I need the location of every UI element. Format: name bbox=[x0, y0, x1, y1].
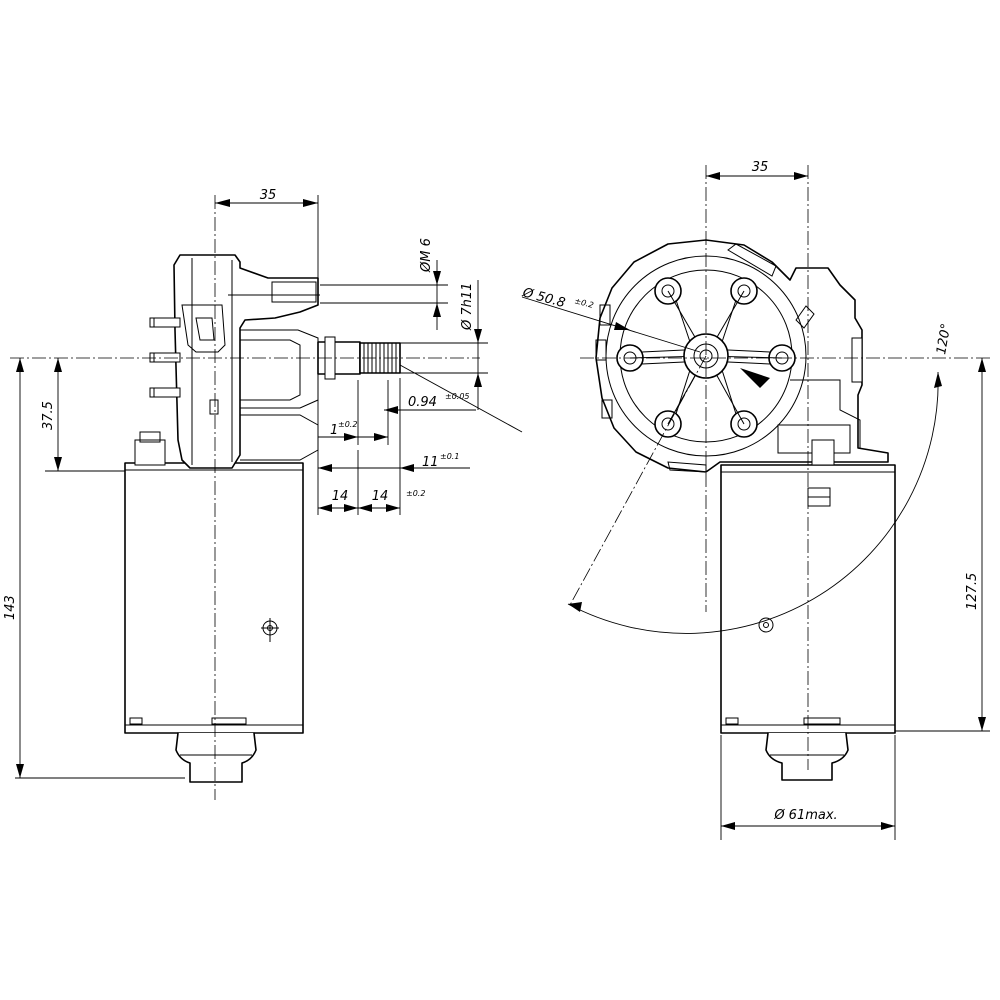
dim-bolt-circle-tol: ±0.2 bbox=[573, 296, 594, 310]
end-cap-front bbox=[765, 732, 849, 781]
dim-right-width: 35 bbox=[752, 160, 769, 175]
front-view-dimensions: 35 Ø 50.8 ±0.2 120° 127.5 Ø 61max. bbox=[520, 160, 990, 840]
dim-height-small: 37.5 bbox=[41, 401, 56, 430]
front-view bbox=[569, 165, 990, 781]
marker bbox=[209, 399, 219, 415]
dim-thread: ØM 6 bbox=[419, 238, 434, 273]
dim-offset-tol: ±0.05 bbox=[445, 392, 470, 401]
angle-arc bbox=[567, 371, 939, 634]
motor-housing bbox=[124, 462, 304, 734]
screw-mark-front bbox=[758, 617, 774, 633]
thread-hole bbox=[271, 281, 317, 303]
gear-housing bbox=[173, 254, 319, 469]
dim-spline-a: 14 bbox=[332, 489, 349, 504]
dim-angle: 120° bbox=[934, 322, 954, 355]
dim-spline-tol: ±0.2 bbox=[406, 489, 425, 498]
dim-left-width: 35 bbox=[260, 188, 277, 203]
direction-arrow bbox=[740, 368, 770, 388]
dim-spline-b: 14 bbox=[372, 489, 389, 504]
clip bbox=[181, 304, 226, 353]
dim-step-tol: ±0.2 bbox=[338, 420, 357, 429]
dim-bolt-circle: Ø 50.8 bbox=[520, 285, 567, 311]
dim-height-total: 143 bbox=[3, 595, 18, 620]
dim-height-right: 127.5 bbox=[965, 573, 980, 610]
pin bbox=[149, 352, 181, 363]
dim-shaft-length-tol: ±0.1 bbox=[440, 452, 459, 461]
end-cap bbox=[175, 732, 257, 783]
side-view bbox=[10, 195, 480, 800]
dim-shaft-length: 11 bbox=[422, 455, 439, 470]
pin bbox=[149, 317, 181, 328]
pin bbox=[149, 387, 181, 398]
dim-offset: 0.94 bbox=[408, 395, 437, 410]
dim-diameter: Ø 61max. bbox=[773, 808, 837, 823]
dim-shaft: Ø 7h11 bbox=[460, 283, 475, 331]
dim-step: 1 bbox=[330, 423, 338, 438]
tab bbox=[134, 439, 166, 466]
side-view-dimensions: 35 ØM 6 Ø 7h11 0.94 ±0.05 1 ±0.2 bbox=[3, 188, 523, 779]
